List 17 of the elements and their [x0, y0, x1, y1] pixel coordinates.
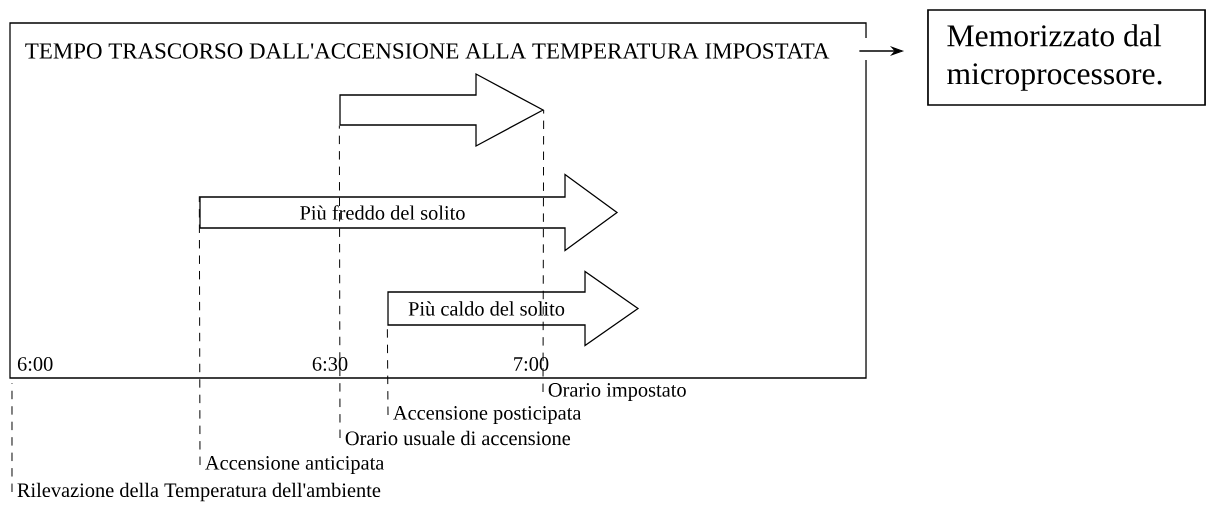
text-box: Memorizzato dal microprocessore. — [927, 9, 1206, 106]
time-label: 6:30 — [312, 357, 348, 371]
text-label: TEMPO TRASCORSO DALL'ACCENSIONE ALLA TEMPERATURA IMPOSTATA — [25, 43, 830, 59]
text-label: Rilevazione della Temperatura dell'ambiente — [17, 482, 381, 502]
text-label: Orario usuale di accensione — [345, 430, 571, 446]
time-label: 6:00 — [17, 357, 53, 371]
leader-line — [338, 125, 341, 439]
time-label: 7:00 — [514, 357, 549, 371]
text-label: Accensione anticipata — [205, 456, 385, 474]
leader-line — [386, 325, 389, 416]
leader-line — [542, 109, 545, 393]
text-label: Accensione posticipata — [393, 406, 582, 424]
text-label: Orario impostato — [548, 383, 686, 401]
period-bar: Più caldo del solito — [387, 270, 640, 347]
period-bar — [339, 72, 545, 148]
leader-line — [198, 195, 201, 466]
period-bar: Più freddo del solito — [199, 173, 619, 252]
